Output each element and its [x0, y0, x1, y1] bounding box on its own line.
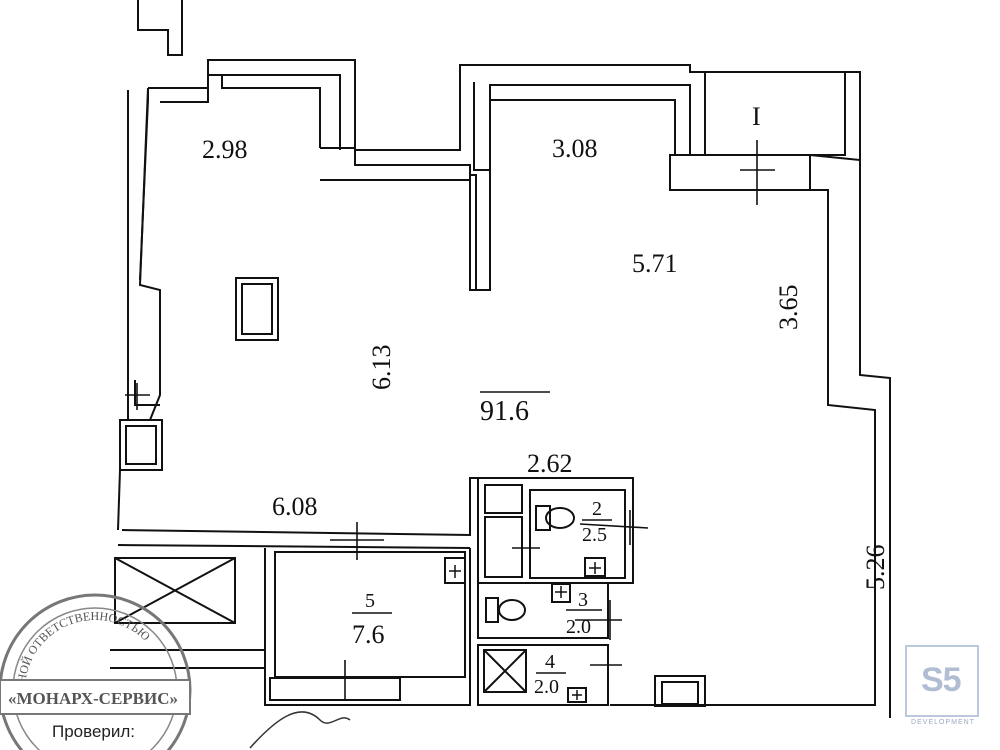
toilet-3-tank	[485, 597, 499, 623]
room-2-number: 2	[592, 498, 602, 520]
axis-mark: I	[752, 102, 761, 131]
right-outer-wall	[809, 154, 891, 718]
top-left-column	[137, 0, 183, 56]
right-inner-wall	[610, 189, 876, 706]
bath-niche-2	[484, 516, 523, 578]
window-top-right	[669, 154, 811, 191]
room-5-inner	[274, 551, 466, 678]
shaft-inner	[241, 283, 273, 335]
checked-by-label: Проверил:	[52, 722, 136, 741]
signature-mark	[249, 711, 351, 749]
outlet-4	[567, 687, 587, 703]
dim-right-lower-wall: 5.26	[861, 545, 890, 591]
left-niche	[119, 419, 163, 471]
shower-tray	[483, 649, 527, 693]
right-bottom-niche	[654, 675, 706, 707]
bottom-wall-outer	[117, 544, 471, 549]
dim-top-right-room: 3.08	[552, 134, 598, 163]
elevator-cross-2	[114, 557, 236, 624]
central-partition-frame	[473, 82, 691, 171]
bath-niche-1	[484, 484, 523, 514]
main-room-left-wall	[139, 88, 149, 281]
dim-main-height: 6.13	[367, 345, 396, 391]
room-5-area: 7.6	[352, 620, 385, 649]
central-partition	[320, 99, 676, 291]
logo-frame	[905, 645, 979, 717]
dim-bath-width: 2.62	[527, 449, 573, 478]
right-bottom-niche-inner	[661, 681, 699, 705]
elevator-shaft	[114, 557, 236, 624]
dim-right-upper-wall: 3.65	[774, 285, 803, 331]
room-4-area: 2.0	[534, 676, 559, 698]
bathroom-3	[477, 582, 609, 639]
room-3-number: 3	[578, 589, 588, 611]
logo-mark: S5	[921, 661, 962, 699]
shower-cross-2	[483, 649, 527, 693]
bathroom-2	[529, 489, 626, 579]
outer-wall-inner	[160, 74, 341, 150]
logo-caption: DEVELOPMENT	[911, 719, 975, 726]
left-wall-step	[134, 380, 160, 406]
inner-wall-top-left	[130, 87, 161, 421]
toilet-3	[498, 599, 526, 621]
room-4-number: 4	[545, 651, 555, 673]
dim-bottom-wall: 6.08	[272, 492, 318, 521]
room-5-window	[269, 677, 401, 701]
left-niche-inner	[125, 425, 157, 465]
dim-main-width: 5.71	[632, 249, 678, 278]
central-partition-inner	[320, 174, 477, 290]
area-room-1: 91.6	[480, 396, 529, 427]
room-5-outlet	[444, 557, 466, 584]
room-5-walls	[264, 548, 471, 706]
toilet-2-tank	[535, 505, 551, 531]
room-3-area: 2.0	[566, 616, 591, 638]
right-column	[704, 72, 846, 156]
stamp-company-name: «МОНАРХ-СЕРВИС»	[8, 689, 178, 708]
outer-wall	[148, 59, 861, 160]
mark-2	[579, 523, 649, 529]
bath-block	[477, 477, 634, 584]
room-5-number: 5	[365, 590, 375, 612]
window-top-left	[221, 75, 321, 148]
dim-top-left-room: 2.98	[202, 135, 248, 164]
developer-logo: S5 DEVELOPMENT	[905, 645, 981, 727]
outlet-2	[584, 557, 606, 577]
shaft	[235, 277, 279, 341]
toilet-2	[545, 507, 575, 529]
left-edge-wall-lower	[117, 469, 121, 531]
room-2-area: 2.5	[582, 524, 607, 546]
outlet-3	[551, 583, 571, 603]
